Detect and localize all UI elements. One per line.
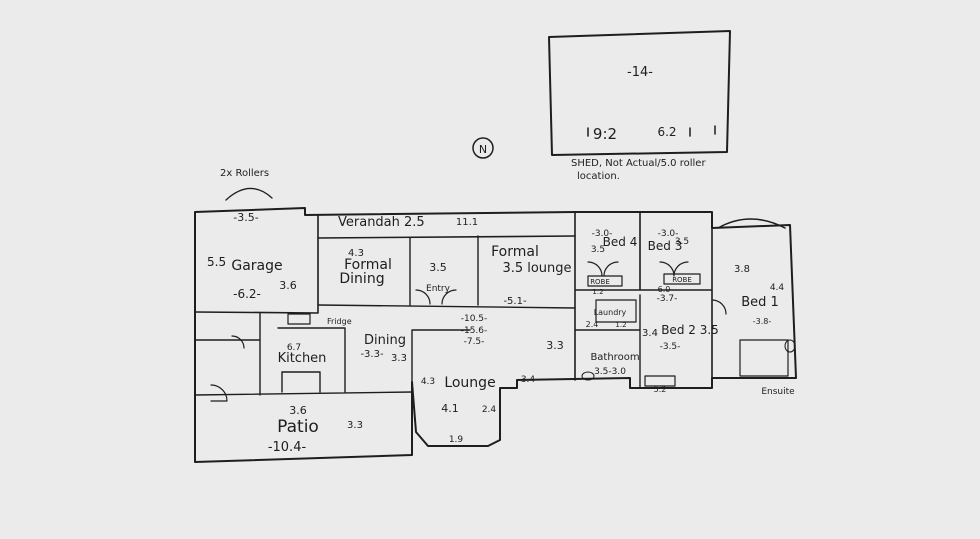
patio-label: Patio xyxy=(277,417,319,437)
formal-lounge-label-2: 3.5 lounge xyxy=(502,261,571,276)
patio-side: 3.3 xyxy=(347,420,363,431)
lounge-label: Lounge xyxy=(444,375,495,391)
bed2-side: 3.4 xyxy=(642,328,658,339)
hall-dim: -3.7- xyxy=(657,294,678,304)
bed2-label: Bed 2 3.5 xyxy=(661,323,719,337)
center-dim-1: -10.5- xyxy=(461,314,488,324)
shed-note: SHED, Not Actual/5.0 roller xyxy=(571,158,706,169)
bed3-side: 3.5 xyxy=(675,237,689,247)
bed1-side: 4.4 xyxy=(770,283,785,293)
kitchen-label: Kitchen xyxy=(278,351,327,366)
compass: N xyxy=(472,137,494,159)
bed3-label: Bed 3 xyxy=(648,239,683,253)
garage-left-dim: 5.5 xyxy=(207,255,226,269)
bed1-small: -3.8- xyxy=(753,317,772,326)
small-dim-a: 1.2 xyxy=(592,288,603,296)
garage-length: -6.2- xyxy=(233,287,261,301)
dining-side: 3.3 xyxy=(391,353,407,364)
bed2-dim: -3.5- xyxy=(660,342,681,352)
lounge-side: 2.4 xyxy=(482,405,497,415)
lounge-right: 3.4 xyxy=(521,375,536,385)
dining-dim: -3.3- xyxy=(360,349,384,360)
shed-side: 6.2 xyxy=(657,125,676,139)
small-dim-b: 2.4 xyxy=(586,320,599,329)
garage-top-dim: -3.5- xyxy=(233,211,258,224)
patio-dim: 3.6 xyxy=(289,404,307,417)
formal-lounge-label-1: Formal xyxy=(491,244,539,260)
small-dim-c: 6.0 xyxy=(658,285,671,294)
formal-dining-label-1: Formal xyxy=(344,257,392,273)
bed3-dim: -3.0- xyxy=(658,229,679,239)
entry-label: Entry xyxy=(426,284,451,294)
formal-dining-label-2: Dining xyxy=(339,271,384,287)
bed1-label: Bed 1 xyxy=(741,295,779,310)
laundry-label: Laundry xyxy=(594,308,627,317)
bathroom-label: Bathroom xyxy=(590,352,639,363)
compass-label: N xyxy=(479,143,487,156)
center-dim-3: -7.5- xyxy=(464,337,485,347)
shed-width: 9:2 xyxy=(593,125,617,143)
lounge-dim: 4.1 xyxy=(441,402,459,415)
shed: -14- 9:2 6.2 SHED, Not Actual/5.0 roller… xyxy=(548,30,731,182)
center-dim-2: -15.6- xyxy=(461,326,488,336)
kitchen-dim: 6.7 xyxy=(287,343,301,353)
dining-label: Dining xyxy=(364,333,406,348)
formal-dining-dim: 4.3 xyxy=(348,248,364,259)
shed-length: -14- xyxy=(627,65,653,80)
robe-label-2: ROBE xyxy=(672,276,692,284)
house-walls xyxy=(194,207,797,463)
shed-note-2: location. xyxy=(577,171,620,182)
small-dim-e: 5.2 xyxy=(654,385,667,394)
garage-right-dim: 3.6 xyxy=(279,279,297,292)
formal-lounge-dim: -5.1- xyxy=(503,296,527,307)
rollers-note: 2x Rollers xyxy=(220,168,273,201)
verandah-label: Verandah 2.5 xyxy=(338,215,425,230)
bed4-label: Bed 4 xyxy=(603,235,638,249)
room-labels: -3.5- 5.5 Garage -6.2- 3.6 Verandah 2.5 … xyxy=(207,211,795,455)
fridge-label: Fridge xyxy=(327,317,352,326)
garage-label: Garage xyxy=(231,258,282,274)
rollers-label: 2x Rollers xyxy=(220,168,269,179)
ensuite-label: Ensuite xyxy=(761,387,795,397)
lounge-left: 4.3 xyxy=(421,377,435,387)
patio-length: -10.4- xyxy=(268,440,307,455)
bed4-side: 3.5 xyxy=(591,245,605,255)
small-dim-d: 1.2 xyxy=(615,321,626,329)
verandah-dim: 11.1 xyxy=(456,217,478,228)
bath-dim: 3.5-3.0 xyxy=(594,367,626,377)
entry-dim: 3.5 xyxy=(429,261,447,274)
bed4-dim: -3.0- xyxy=(592,229,613,239)
robe-label: ROBE xyxy=(590,278,610,286)
lounge-bottom: 1.9 xyxy=(449,435,464,445)
lounge-mid: 3.3 xyxy=(546,339,564,352)
bed1-dim: 3.8 xyxy=(734,264,750,275)
